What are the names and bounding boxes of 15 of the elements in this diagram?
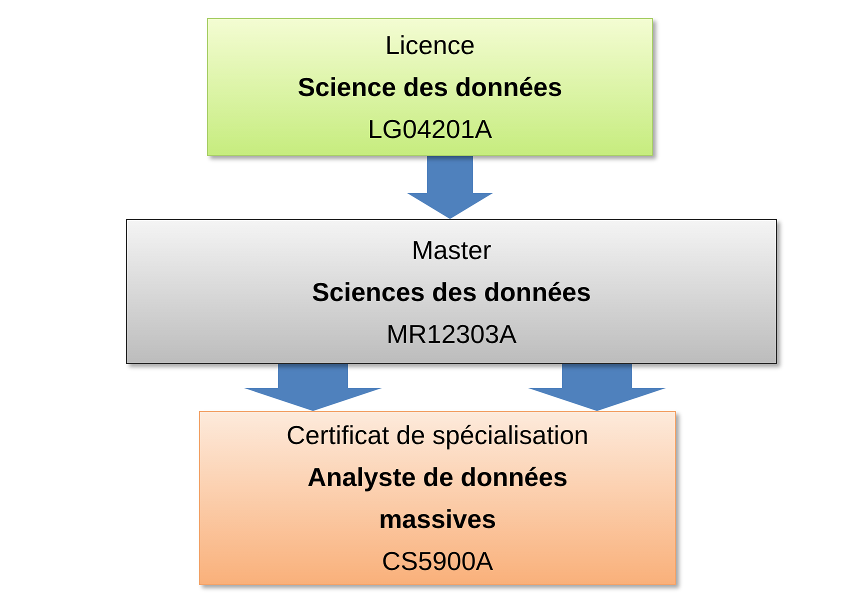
level-label: Licence [385,29,475,62]
program-title: Sciences des données [312,276,591,308]
level-label: Certificat de spécialisation [286,419,589,452]
block-arrow [407,156,493,219]
program-code: CS5900A [382,545,494,578]
block-arrow [528,364,666,411]
program-code: LG04201A [368,113,492,146]
program-title: Science des données [298,71,562,104]
program-code: MR12303A [386,318,517,350]
program-box [126,219,777,364]
block-arrow [244,364,382,411]
level-label: Master [412,234,492,266]
program-box [207,18,653,156]
program-title: Analyste de données massives [306,461,569,536]
program-box [199,411,676,585]
